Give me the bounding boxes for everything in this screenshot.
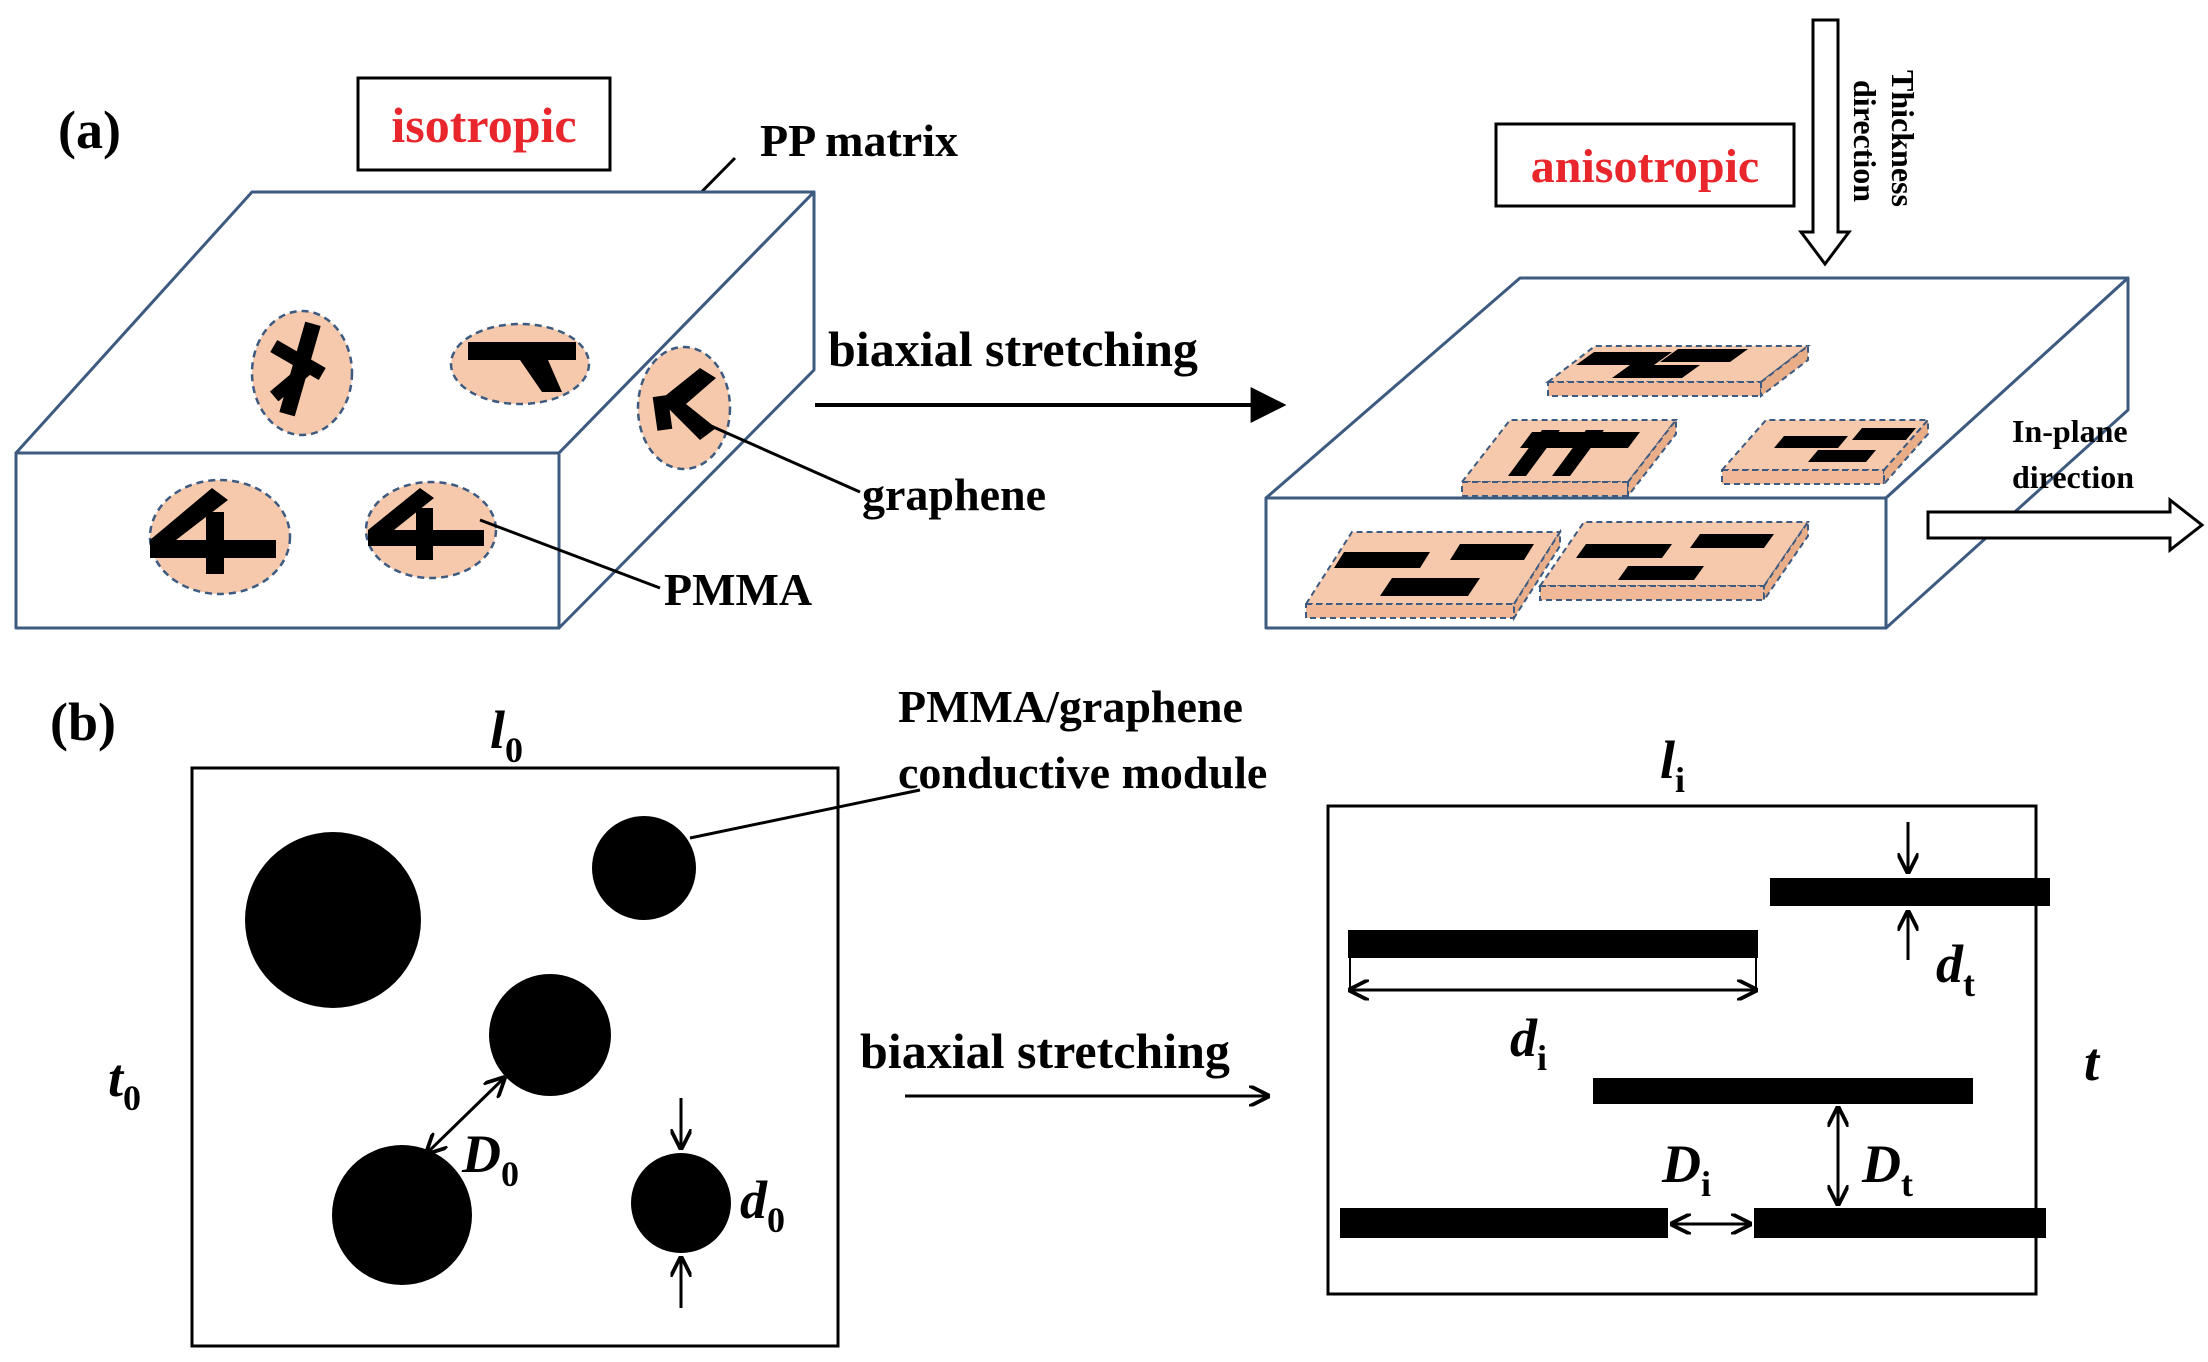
pmma-leader [479, 518, 661, 590]
in-plane-direction-arrow [1926, 496, 2205, 554]
stretched-domain [1545, 343, 1811, 399]
in-plane-direction-line2: direction [2012, 459, 2134, 495]
Dt-label: Dt [1861, 1134, 1913, 1204]
biaxial-stretching-label-a: biaxial stretching [828, 321, 1198, 377]
panel-b-label: (b) [50, 692, 116, 752]
graphene-flake-icon [1576, 349, 1748, 378]
module-label-line1: PMMA/graphene [898, 681, 1243, 732]
stretched-domain [1304, 528, 1562, 622]
d0-label: d0 [740, 1170, 785, 1240]
Di-label: Di [1661, 1134, 1711, 1204]
conductive-module-platelets [1340, 878, 2050, 1238]
pmma-domain [250, 309, 354, 437]
pmma-domain [364, 480, 498, 580]
graphene-flake-icon [150, 488, 276, 574]
graphene-flake-icon [468, 342, 576, 392]
thickness-direction-line2: direction [1847, 80, 1883, 202]
stretched-domain [1538, 518, 1810, 604]
graphene-flake-icon [1774, 428, 1916, 462]
stretched-domain [1459, 417, 1679, 499]
t0-label: t0 [108, 1048, 141, 1118]
D0-label: D0 [461, 1124, 519, 1194]
stretched-domain [1719, 417, 1931, 487]
conductive-module-circles [245, 816, 731, 1285]
graphene-flake-icon [269, 321, 326, 417]
module-label-line2: conductive module [898, 747, 1267, 798]
pmma-label: PMMA [664, 564, 812, 615]
pmma-domain [148, 478, 292, 596]
graphene-flake-icon [1334, 544, 1534, 596]
anisotropic-label-box [1494, 122, 1796, 208]
panel-a-label: (a) [58, 100, 121, 160]
isotropic-label: isotropic [391, 97, 576, 153]
graphene-label: graphene [862, 469, 1046, 520]
biaxial-stretching-label-b: biaxial stretching [860, 1023, 1230, 1079]
dt-label: dt [1936, 934, 1975, 1004]
isotropic-label-box [356, 76, 612, 172]
graphene-leader [701, 420, 861, 494]
module-leader [689, 788, 921, 840]
pmma-domain [449, 322, 591, 406]
thickness-direction-arrow [1798, 18, 1852, 267]
pp-matrix-label: PP matrix [760, 115, 958, 166]
li-label: li [1660, 730, 1685, 800]
thickness-direction-line1: Thickness [1885, 70, 1921, 207]
l0-label: l0 [490, 700, 523, 770]
anisotropic-label: anisotropic [1531, 140, 1759, 193]
graphene-flake-icon [1576, 534, 1774, 580]
pmma-domain [636, 345, 732, 471]
t-label: t [2084, 1032, 2101, 1092]
graphene-flake-icon [368, 488, 484, 560]
in-plane-direction-line1: In-plane [2012, 413, 2128, 449]
graphene-flake-icon [1508, 430, 1640, 476]
di-label: di [1510, 1008, 1547, 1078]
D0-arrow [427, 1078, 504, 1153]
